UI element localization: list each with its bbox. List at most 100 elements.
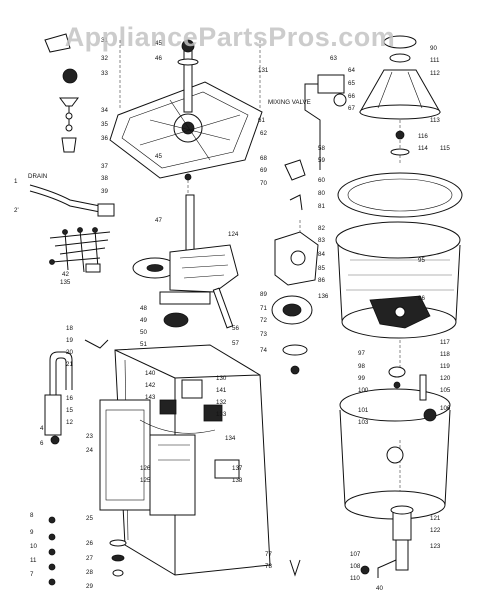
label-141: 141 <box>216 387 227 394</box>
label-33: 33 <box>101 70 108 77</box>
label-112: 112 <box>430 70 440 77</box>
label-142: 142 <box>145 382 156 389</box>
label-86: 86 <box>318 277 325 284</box>
label-105: 105 <box>440 387 451 394</box>
label-103: 103 <box>358 419 369 426</box>
label-110: 110 <box>350 575 360 582</box>
side-hose <box>44 339 109 445</box>
label-35: 35 <box>101 121 108 128</box>
label-24: 24 <box>86 447 93 454</box>
label-73: 73 <box>260 331 267 338</box>
label-134: 134 <box>225 435 236 442</box>
label-77: 77 <box>265 551 272 558</box>
label-135: 135 <box>60 279 71 286</box>
label-23: 23 <box>86 433 93 440</box>
label-25: 25 <box>86 515 93 522</box>
label-50: 50 <box>140 329 147 336</box>
wash-basket <box>335 172 463 339</box>
label-119: 119 <box>440 363 450 370</box>
label-96: 96 <box>418 295 425 302</box>
label-136: 136 <box>318 293 329 300</box>
label-58: 58 <box>318 145 325 152</box>
label-65: 65 <box>348 80 355 87</box>
label-132: 132 <box>216 399 227 406</box>
agitator <box>359 35 441 156</box>
label-26: 26 <box>86 540 93 547</box>
label-68: 68 <box>260 155 267 162</box>
label-71: 71 <box>260 305 267 312</box>
label-60: 60 <box>318 177 325 184</box>
cabinet <box>99 344 271 576</box>
label-100: 100 <box>358 387 369 394</box>
label-89: 89 <box>260 291 267 298</box>
wiring-harness <box>49 227 111 273</box>
label-78: 78 <box>265 563 272 570</box>
label-107: 107 <box>350 551 361 558</box>
label-64: 64 <box>348 67 355 74</box>
label-31: 31 <box>101 37 108 44</box>
label-11: 11 <box>30 557 37 564</box>
label-83: 83 <box>318 237 325 244</box>
label-120: 120 <box>440 375 451 382</box>
label-62: 62 <box>260 130 267 137</box>
label-85: 85 <box>318 265 325 272</box>
label-28: 28 <box>86 569 93 576</box>
mixing-valve <box>304 74 347 170</box>
label-49: 49 <box>140 317 147 324</box>
label-47: 47 <box>155 217 162 224</box>
label-80: 80 <box>318 190 325 197</box>
label-48: 48 <box>140 305 147 312</box>
label-95: 95 <box>418 257 425 264</box>
label-114: 114 <box>418 145 428 152</box>
label-4: 4 <box>40 425 44 432</box>
label-66: 66 <box>348 93 355 100</box>
label-72: 72 <box>260 317 267 324</box>
label-111: 111 <box>430 57 440 64</box>
label-16: 16 <box>66 395 73 402</box>
label-10: 10 <box>30 543 37 550</box>
outer-tub <box>339 366 451 520</box>
label-67: 67 <box>348 105 355 112</box>
label-45b: 45 <box>155 153 162 160</box>
upper-left-small-parts <box>44 33 79 153</box>
lower-left-small-parts <box>48 516 301 586</box>
label-81: 81 <box>318 203 325 210</box>
label-1: 1 <box>14 178 18 185</box>
label-69: 69 <box>260 167 267 174</box>
label-138: 138 <box>232 477 243 484</box>
label-6: 6 <box>40 440 44 447</box>
label-37: 37 <box>101 163 108 170</box>
label-99: 99 <box>358 375 365 382</box>
label-115: 115 <box>440 145 450 152</box>
label-125: 125 <box>140 477 151 484</box>
label-137: 137 <box>232 465 243 472</box>
label-84: 84 <box>318 251 325 258</box>
label-32: 32 <box>101 55 108 62</box>
label-117: 117 <box>440 339 450 346</box>
label-19: 19 <box>66 337 73 344</box>
transmission-gearcase <box>132 194 239 329</box>
label-74: 74 <box>260 347 267 354</box>
label-63: 63 <box>330 55 337 62</box>
label-70: 70 <box>260 180 267 187</box>
label-21: 21 <box>66 361 73 368</box>
label-124: 124 <box>228 231 239 238</box>
label-130: 130 <box>216 375 227 382</box>
label-108: 108 <box>350 563 361 570</box>
label-123: 123 <box>430 543 441 550</box>
label-101: 101 <box>358 407 369 414</box>
label-97: 97 <box>358 350 365 357</box>
drain-hose <box>29 184 115 217</box>
label-126: 126 <box>140 465 151 472</box>
label-38: 38 <box>101 175 108 182</box>
label-drain: DRAIN <box>28 173 47 180</box>
label-113: 113 <box>430 117 440 124</box>
label-118: 118 <box>440 351 450 358</box>
label-122: 122 <box>430 527 441 534</box>
label-15: 15 <box>66 407 73 414</box>
label-27: 27 <box>86 555 93 562</box>
label-143: 143 <box>145 394 156 401</box>
label-36: 36 <box>101 135 108 142</box>
